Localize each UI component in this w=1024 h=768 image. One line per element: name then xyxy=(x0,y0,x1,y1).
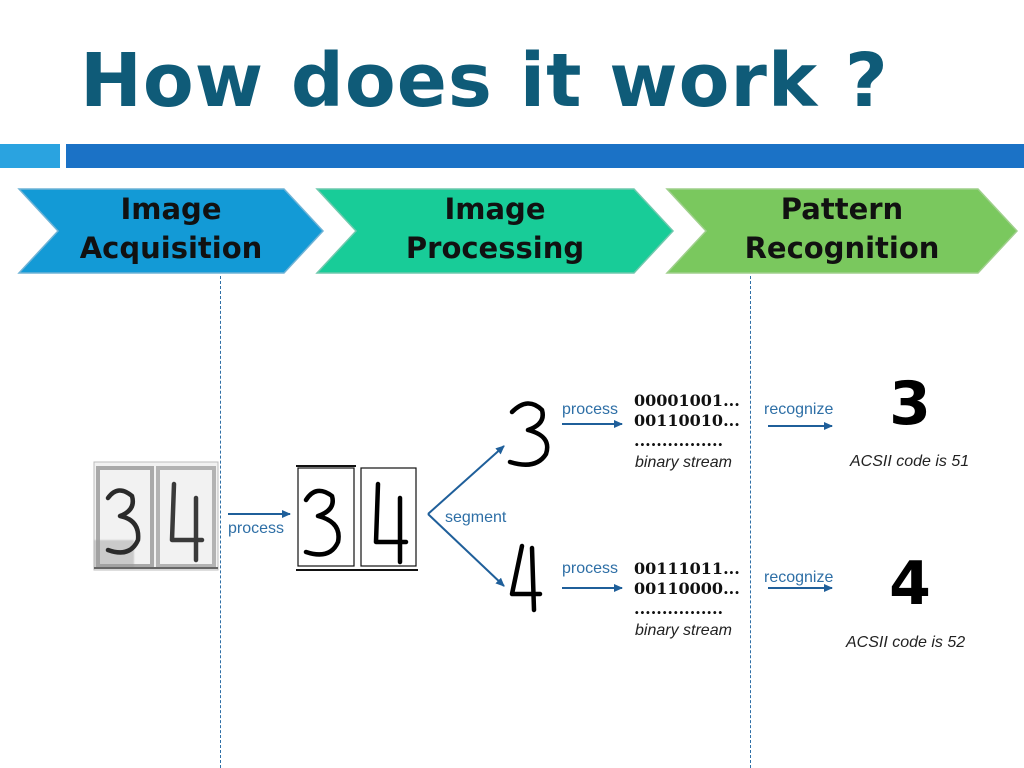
title-accent-bar xyxy=(66,144,1024,168)
stage-line2: Acquisition xyxy=(79,231,263,265)
top-row: process 00001001... 00110010... ........… xyxy=(562,369,969,471)
top-bits-line1: 00001001... xyxy=(634,391,740,410)
top-process-label: process xyxy=(562,401,618,418)
stage-line2: Recognition xyxy=(744,231,940,265)
bottom-process-label: process xyxy=(562,560,618,577)
chevron-shape xyxy=(315,188,675,274)
segment-arrow-bottom xyxy=(427,513,505,587)
stage-line1: Pattern xyxy=(780,192,904,226)
bottom-stream-label: binary stream xyxy=(635,622,732,639)
top-recognized-digit: 3 xyxy=(889,369,931,439)
stage-line2: Processing xyxy=(405,231,585,265)
top-stream-label: binary stream xyxy=(635,454,732,471)
stage-line1: Image xyxy=(444,192,546,226)
process-label: process xyxy=(228,520,284,537)
bottom-ascii-code: ACSII code is 52 xyxy=(845,634,965,651)
stage-image-acquisition: Image Acquisition xyxy=(16,186,326,276)
stage-image-processing: Image Processing xyxy=(314,186,676,276)
chevron-shape xyxy=(17,188,325,274)
bottom-recognized-digit: 4 xyxy=(889,549,931,619)
segment-label: segment xyxy=(445,509,507,526)
segmented-digit-4 xyxy=(509,543,543,613)
stage-line1: Image xyxy=(120,192,222,226)
chevron-shape xyxy=(665,188,1019,274)
bottom-bits-line1: 00111011... xyxy=(634,559,740,578)
stage-divider-2 xyxy=(750,276,751,768)
segmented-digit-3 xyxy=(507,401,550,467)
top-bits-dots: ................ xyxy=(634,431,723,450)
bottom-recognize-label: recognize xyxy=(764,569,833,586)
processed-digit-image xyxy=(296,464,418,571)
slide-title: How does it work ? xyxy=(80,38,889,124)
stage-pattern-recognition: Pattern Recognition xyxy=(664,186,1020,276)
bottom-bits-line2: 00110000... xyxy=(634,579,740,598)
top-bits-line2: 00110010... xyxy=(634,411,740,430)
raw-digit-image xyxy=(93,461,219,571)
segment-arrow-top xyxy=(427,445,505,515)
top-ascii-code: ACSII code is 51 xyxy=(849,453,969,470)
bottom-row: process 00111011... 00110000... ........… xyxy=(562,549,965,651)
stage-divider-1 xyxy=(220,276,221,768)
top-recognize-label: recognize xyxy=(764,401,833,418)
title-accent-bar-small xyxy=(0,144,60,168)
bottom-bits-dots: ................ xyxy=(634,599,723,618)
